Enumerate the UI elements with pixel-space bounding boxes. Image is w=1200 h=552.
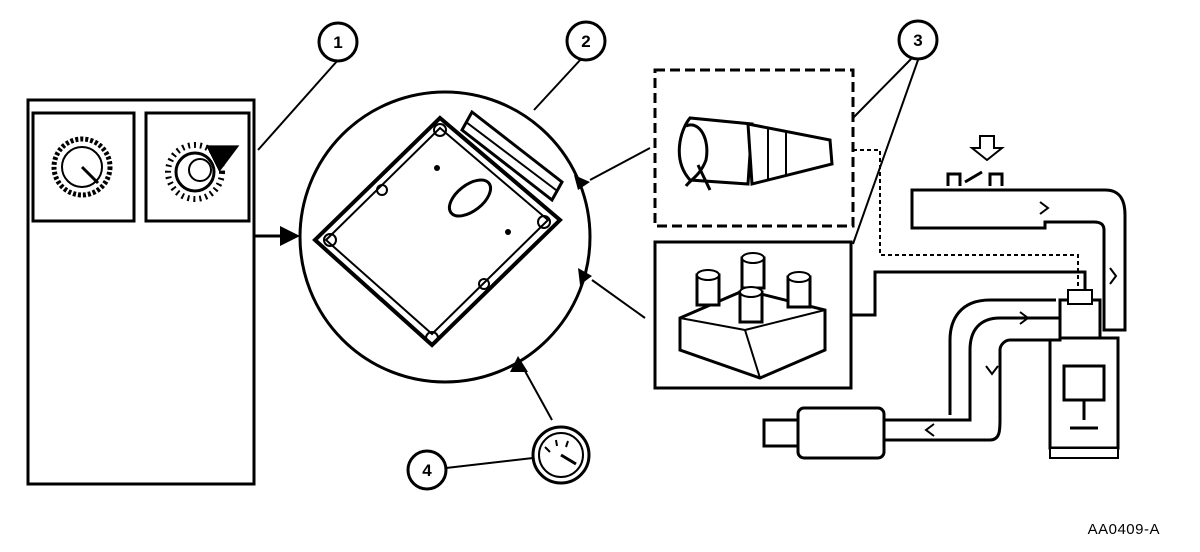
cylinder-and-spark-plug [1048,289,1120,459]
coil-pack-box [653,240,853,390]
callout-1: 1 [317,21,359,63]
callout-2-number: 2 [581,32,590,51]
callout-3-leader-b [852,59,919,245]
camshaft-position-sensor-icon [165,142,240,202]
callout-3: 3 [897,19,939,61]
arrow-from-gauge [510,356,553,421]
callout-1-number: 1 [333,33,342,52]
callout-2: 2 [565,20,607,62]
coil-dashed-lead [853,149,1079,300]
intake-manifold [910,135,1127,332]
callout-4: 4 [406,449,448,491]
callout-4-leader [445,457,534,469]
coil-on-plug-box [653,68,855,228]
exhaust-pipe [762,298,1062,460]
callout-2-leader [533,57,583,111]
crank-position-sensor-icon [51,136,113,198]
coil-wire [851,270,1087,317]
gauge-icon [531,425,591,485]
callout-3-number: 3 [913,31,922,50]
callout-3-leader-a [852,57,913,119]
arrow-to-coil-lower [578,268,646,319]
callout-1-leader [257,59,339,151]
control-module [298,90,592,384]
sensor-panel [26,98,256,486]
arrow-to-coil-upper [574,147,651,190]
figure-reference-code: AA0409-A [1087,521,1160,538]
arrow-to-module [254,226,300,246]
callout-4-number: 4 [422,461,432,480]
